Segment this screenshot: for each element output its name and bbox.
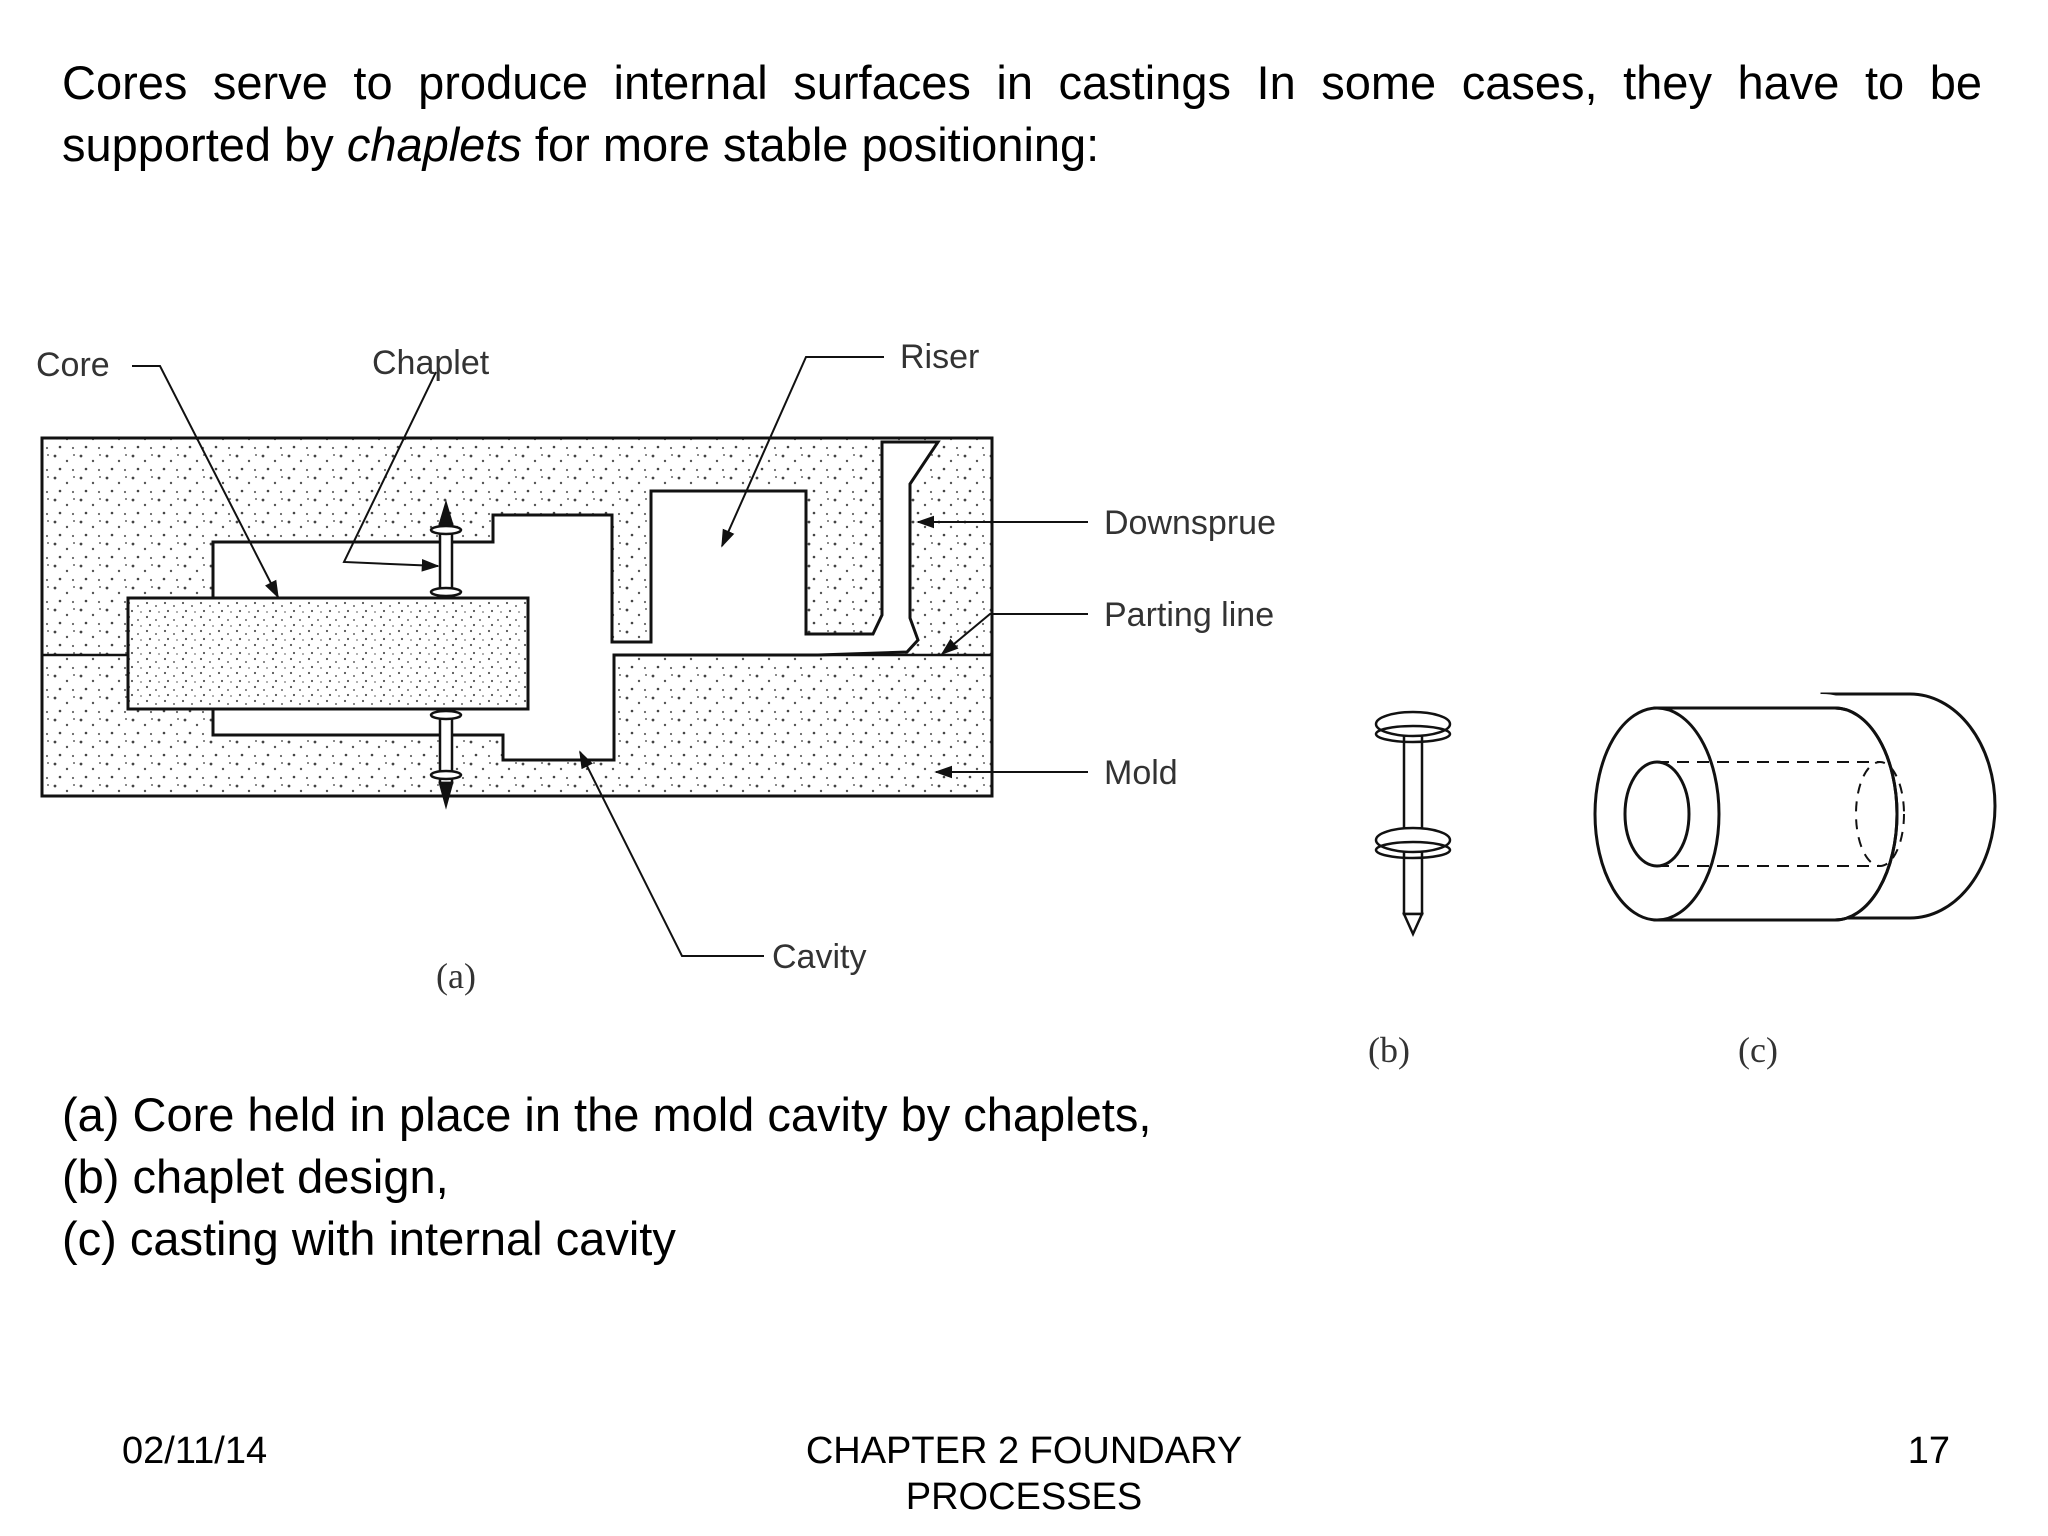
chaplet-design-diagram: (b) [1368,710,1452,1070]
footer-date: 02/11/14 [122,1430,268,1472]
leader-lines [132,356,1088,957]
label-downsprue: Downsprue [1104,504,1276,542]
footer-page-number: 17 [1907,1430,1950,1472]
label-riser: Riser [900,338,979,376]
footer-title-line2: PROCESSES [905,1476,1143,1518]
label-chaplet: Chaplet [372,344,490,382]
footer-title-line1: CHAPTER 2 FOUNDARY [805,1430,1243,1472]
casting-diagram: (c) [1593,692,1997,1070]
intro-text-before: Cores serve to produce internal surfaces… [62,56,1982,171]
label-cavity: Cavity [772,938,866,976]
intro-italic-chaplets: chaplets [346,118,522,171]
sublabel-b: (b) [1368,1030,1410,1070]
mold-assembly-diagram: Core Chaplet Riser Downsprue Parting lin… [36,338,1276,996]
parting-line-leader [940,613,1088,656]
chaplet-bottom [429,709,463,810]
chaplet-top [429,499,463,598]
casting-figure: Core Chaplet Riser Downsprue Parting lin… [36,338,1997,1070]
riser-leader [721,356,884,548]
label-parting-line: Parting line [1104,596,1274,634]
cavity-leader [579,750,764,957]
footer-chapter-title: CHAPTER 2 FOUNDARY PROCESSES [0,1428,2048,1520]
sublabel-c: (c) [1738,1030,1778,1070]
caption-line-a: (a) Core held in place in the mold cavit… [62,1088,1152,1141]
figure-caption: (a) Core held in place in the mold cavit… [62,1084,1151,1270]
chaplet-leader [342,371,440,572]
sublabel-a: (a) [436,956,476,996]
caption-line-b: (b) chaplet design, [62,1150,449,1203]
caption-line-c: (c) casting with internal cavity [62,1212,676,1265]
intro-paragraph: Cores serve to produce internal surfaces… [62,52,1982,176]
intro-text-after: for more stable positioning: [521,118,1100,171]
core [126,596,530,711]
core-leader [132,365,279,599]
label-core: Core [36,346,110,384]
label-mold: Mold [1104,754,1178,792]
